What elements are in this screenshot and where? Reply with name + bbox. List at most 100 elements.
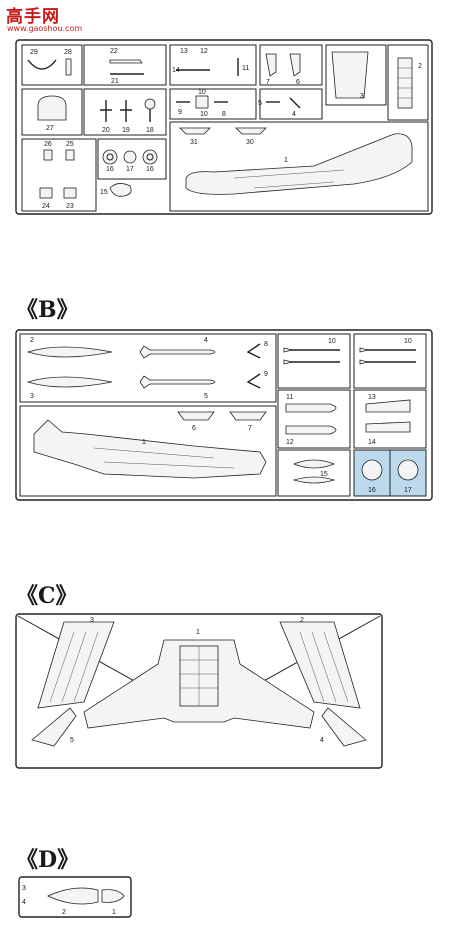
- label-c1: 1: [196, 629, 200, 636]
- part-20-shape: [100, 100, 112, 122]
- label-27: 27: [46, 125, 54, 132]
- cell-a3: [169, 44, 257, 86]
- cell-a2: [83, 44, 167, 86]
- label-d1: 1: [112, 909, 116, 916]
- sprue-b-frame: [15, 329, 433, 501]
- label-c4: 4: [320, 737, 324, 744]
- cell-a13: [169, 121, 429, 212]
- part-15b-shape: [292, 476, 336, 484]
- label-b15: 15: [320, 471, 328, 478]
- part-5-missile: [139, 375, 216, 389]
- sprue-d-frame: [18, 876, 132, 918]
- sprue-b: 2 3 4 5 8 9 1 6 7 10 10 11 12 13 14 15 1…: [15, 329, 433, 501]
- part-2-wing: [279, 621, 361, 709]
- sprue-c: 3 2 1 5 4: [15, 613, 383, 769]
- label-b16: 16: [368, 487, 376, 494]
- label-23: 23: [66, 203, 74, 210]
- part-3-tank: [26, 376, 113, 388]
- part-8-shape: [246, 343, 261, 359]
- label-25: 25: [66, 141, 74, 148]
- part-10a-rockets: [288, 349, 340, 363]
- site-logo: 高手网 www.gaoshou.com: [4, 2, 84, 36]
- label-d2: 2: [62, 909, 66, 916]
- part-5-fin: [31, 707, 77, 747]
- label-b11: 11: [286, 394, 293, 401]
- cell-b1: [19, 333, 277, 403]
- label-10b: 10: [200, 111, 208, 118]
- part-6-shape: [177, 411, 215, 421]
- part-18-shape: [144, 98, 156, 110]
- label-d3: 3: [22, 885, 26, 892]
- part-4-shape: [289, 97, 301, 109]
- label-13: 13: [180, 48, 188, 55]
- label-b10a: 10: [328, 338, 336, 345]
- label-15: 15: [100, 189, 108, 196]
- part-10b-rockets: [364, 349, 416, 363]
- label-8: 8: [222, 111, 226, 118]
- part-2-canopy: [47, 887, 99, 905]
- label-19: 19: [122, 127, 130, 134]
- label-c3: 3: [90, 617, 94, 624]
- section-d-label: 《D》: [16, 847, 80, 873]
- label-22: 22: [110, 48, 118, 55]
- label-6: 6: [296, 79, 300, 86]
- label-b10b: 10: [404, 338, 412, 345]
- label-3: 3: [360, 93, 364, 100]
- part-9-shape: [246, 373, 261, 389]
- part-2-tank: [26, 346, 113, 358]
- label-b7: 7: [248, 425, 252, 432]
- part-13-shape: [365, 399, 411, 413]
- cell-a12: [97, 138, 167, 180]
- part-31-shape: [179, 127, 211, 135]
- part-12-shape: [285, 425, 337, 435]
- cell-b3: [277, 333, 351, 389]
- label-10a: 10: [198, 89, 206, 96]
- part-1-fuselage: [33, 419, 267, 479]
- sprue-c-frame: [15, 613, 383, 769]
- label-29: 29: [30, 49, 38, 56]
- label-24: 24: [42, 203, 50, 210]
- label-b6: 6: [192, 425, 196, 432]
- label-16b: 16: [146, 166, 154, 173]
- cell-b5: [277, 389, 351, 449]
- part-16b-shape: [142, 149, 158, 165]
- label-b1: 1: [142, 439, 146, 446]
- part-30-shape: [235, 127, 267, 135]
- cell-b6: [353, 389, 427, 449]
- label-11: 11: [242, 65, 249, 72]
- part-28-shape: [65, 58, 72, 76]
- section-c-label: 《C》: [16, 583, 78, 609]
- label-9: 9: [178, 109, 182, 116]
- label-b13: 13: [368, 394, 376, 401]
- label-b5: 5: [204, 393, 208, 400]
- part-2-shape: [397, 57, 413, 109]
- cell-a5: [325, 44, 387, 106]
- section-b-label: 《B》: [16, 297, 79, 323]
- sprue-a-frame: [15, 39, 433, 215]
- part-4-missile: [139, 345, 216, 359]
- part-24-shape: [39, 187, 53, 199]
- part-19-shape: [120, 100, 132, 122]
- label-5: 5: [258, 100, 262, 107]
- label-b2: 2: [30, 337, 34, 344]
- part-3-wing: [37, 621, 115, 709]
- part-1-fuselage: [185, 133, 413, 195]
- part-10-shape: [195, 95, 209, 109]
- label-4: 4: [292, 111, 296, 118]
- part-23-shape: [63, 187, 77, 199]
- part-7-shape: [229, 411, 267, 421]
- label-16a: 16: [106, 166, 114, 173]
- label-14: 14: [172, 67, 180, 74]
- part-17-shape: [123, 150, 137, 164]
- label-21: 21: [111, 78, 119, 85]
- part-15-shape: [109, 183, 132, 197]
- label-12: 12: [200, 48, 208, 55]
- label-b3: 3: [30, 393, 34, 400]
- cell-a7: [21, 88, 83, 136]
- label-17: 17: [126, 166, 134, 173]
- sprue-a: 29 28 22 21 13 12 14 11 7 6 3 2 27 20 19…: [15, 39, 433, 215]
- label-28: 28: [64, 49, 72, 56]
- part-26-shape: [43, 149, 53, 161]
- cell-b4: [353, 333, 427, 389]
- cell-a9: [169, 88, 257, 120]
